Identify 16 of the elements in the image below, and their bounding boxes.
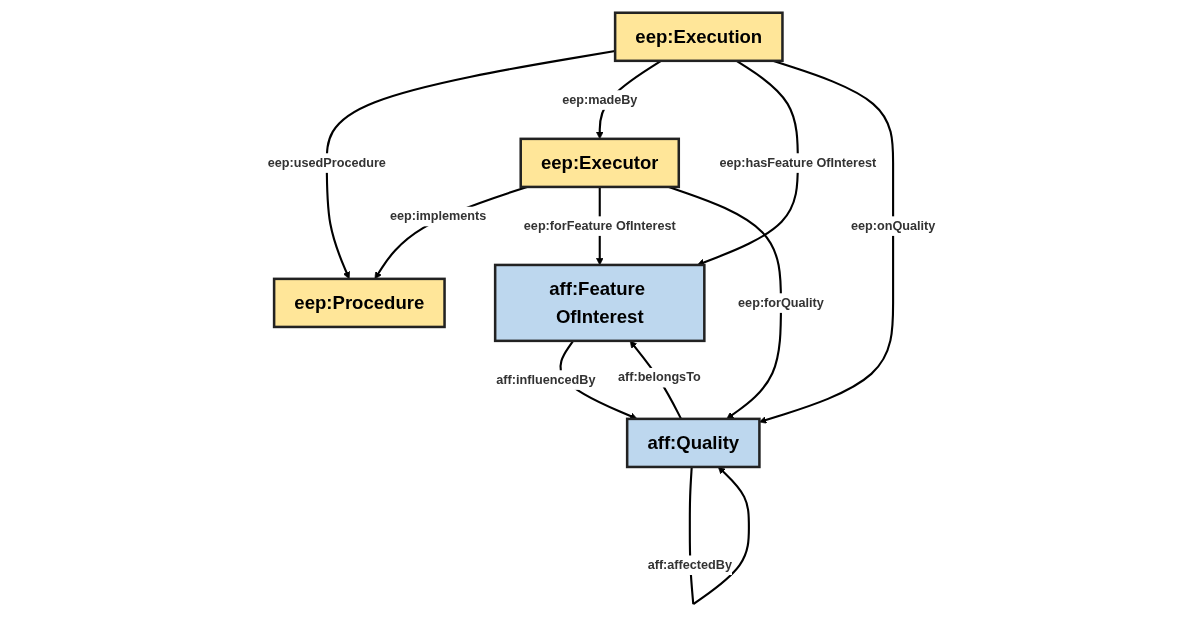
edge-label: eep:hasFeature OfInterest: [719, 155, 877, 170]
node-box: aff:Quality: [626, 417, 762, 469]
node-box: eep:Execution: [614, 11, 785, 63]
edge-label: eep:onQuality: [851, 218, 936, 233]
edge-label: eep:forQuality: [738, 295, 825, 310]
node-box: eep:Procedure: [273, 277, 447, 329]
edge-label: eep:usedProcedure: [268, 155, 387, 170]
node-box: eep:Executor: [519, 137, 681, 189]
edge-label: aff:influencedBy: [496, 372, 596, 387]
edge-label: aff:belongsTo: [618, 369, 702, 384]
node-box: aff:Feature OfInterest: [494, 263, 707, 343]
edge-label: eep:forFeature OfInterest: [524, 218, 677, 233]
edge-label: aff:affectedBy: [648, 557, 733, 572]
edge-label: eep:implements: [390, 208, 487, 223]
arrow: [759, 59, 895, 424]
edge-label: eep:madeBy: [562, 92, 638, 107]
